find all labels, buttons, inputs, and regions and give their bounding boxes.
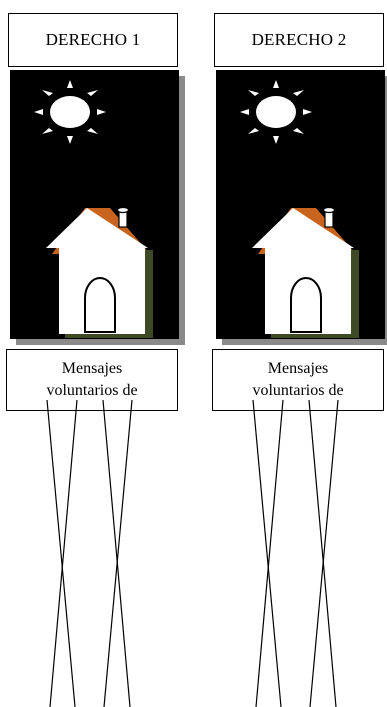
message-box: Mensajes voluntarios de <box>212 349 384 411</box>
panel-title: DERECHO 1 <box>45 30 141 49</box>
message-box: Mensajes voluntarios de <box>6 349 178 411</box>
house-icon <box>252 206 359 338</box>
panel-title-box: DERECHO 1 <box>8 13 178 67</box>
connector-line <box>102 400 131 707</box>
connector-line <box>255 400 284 707</box>
night-scene <box>10 70 185 345</box>
message-text: Mensajes voluntarios de <box>252 360 344 399</box>
panel-derecho-1: DERECHO 1 <box>5 0 185 707</box>
connector-line <box>308 400 337 707</box>
connector-line <box>309 400 339 707</box>
panel-title-box: DERECHO 2 <box>214 13 384 67</box>
message-text: Mensajes voluntarios de <box>46 360 138 399</box>
sun-icon <box>240 80 312 144</box>
panel-derecho-2: DERECHO 2 <box>211 0 387 707</box>
panel-title: DERECHO 2 <box>251 30 347 49</box>
crossed-lines <box>46 400 133 707</box>
night-scene <box>216 70 387 345</box>
connector-line <box>49 400 78 707</box>
connector-line <box>103 400 133 707</box>
connector-line <box>252 400 282 707</box>
connector-line <box>46 400 76 707</box>
sun-icon <box>34 80 106 144</box>
house-icon <box>46 206 153 338</box>
crossed-lines <box>252 400 339 707</box>
